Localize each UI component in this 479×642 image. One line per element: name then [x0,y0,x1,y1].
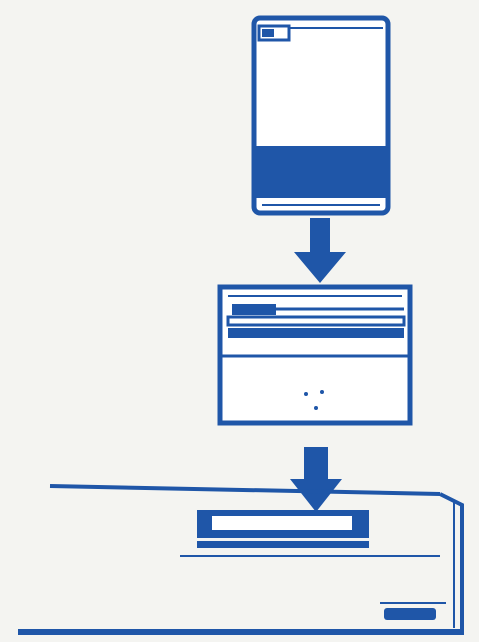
arrow-head [294,252,346,283]
console-slot-opening [212,516,352,530]
cartridge-adapter-icon [220,287,410,423]
game-cartridge-icon [254,18,388,213]
down-arrow-icon [290,447,342,512]
cartridge-band [254,146,388,198]
adapter-slot-bar-1 [228,317,404,325]
adapter-mark-3 [314,406,318,410]
arrow-shaft [304,447,328,481]
game-console-icon [18,486,464,632]
adapter-slot-bar-2 [228,328,404,338]
adapter-mark-2 [320,390,324,394]
arrow-shaft [310,218,330,252]
arrow-head [290,479,342,512]
down-arrow-icon [294,218,346,283]
console-slot-base [197,541,369,548]
adapter-mark-1 [304,392,308,396]
console-right-edge [440,494,462,632]
cartridge-label-tab-fill [262,29,274,37]
adapter-slot-indicator [232,304,276,315]
console-button [384,608,436,620]
console-top-edge [50,486,440,494]
